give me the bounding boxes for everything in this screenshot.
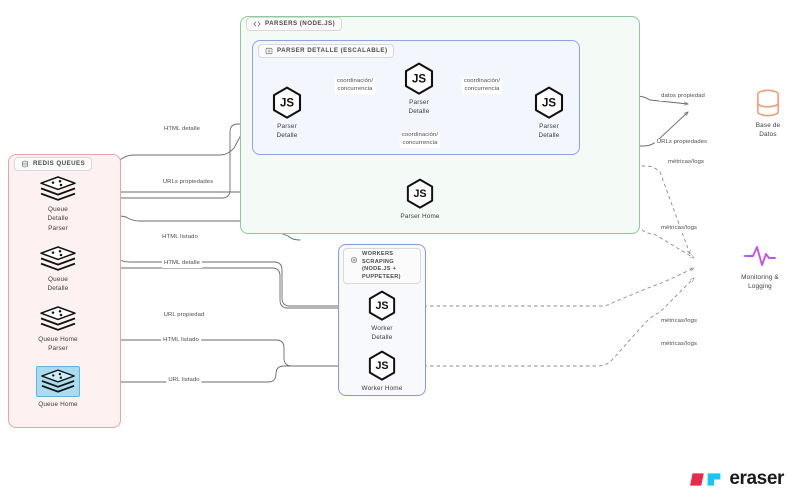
node-queue-home[interactable]: Queue Home — [26, 366, 90, 409]
nodejs-icon: JS — [404, 62, 434, 95]
node-base-de-datos[interactable]: Base de Datos — [740, 88, 796, 140]
edge-label-metricas-logs-3: métricas/logs — [659, 318, 699, 326]
edge-label-coord-right: coordinación/ concurrencia — [461, 78, 503, 94]
node-worker-home[interactable]: JS Worker Home — [350, 350, 414, 393]
edge-label-metricas-logs-4: métricas/logs — [659, 341, 699, 349]
edge-label-coord-left: coordinación/ concurrencia — [334, 78, 376, 94]
edge-label-html-listado-2: HTML listado — [161, 337, 201, 345]
edge-label-coord-bottom: coordinación/ concurrencia — [399, 132, 441, 148]
node-queue-home-label: Queue Home — [38, 401, 78, 408]
node-parser-detalle-left[interactable]: JS Parser Detalle — [266, 86, 308, 141]
group-label-workers-text: WORKERS SCRAPING (NODE.JS + PUPPETEER) — [362, 251, 401, 280]
node-parser-home-label: Parser Home — [400, 213, 440, 220]
group-label-redis-queues: REDIS QUEUES — [14, 157, 93, 172]
edge-label-datos-propiedad: datos propiedad — [659, 93, 707, 101]
node-parser-detalle-center-label: Parser Detalle — [408, 99, 430, 116]
nodejs-icon: JS — [534, 86, 564, 119]
node-queue-home-parser[interactable]: Queue Home Parser — [22, 306, 94, 354]
edge-label-html-listado-1: HTML listado — [160, 234, 200, 242]
edge-label-urls-props-right: URLs propiedades — [654, 139, 710, 147]
node-queue-detalle-label: Queue Detalle — [47, 276, 69, 293]
edge-label-url-propiedad: URL propiedad — [161, 312, 207, 320]
svg-text:JS: JS — [375, 300, 388, 312]
edge-label-metricas-logs-2: métricas/logs — [659, 225, 699, 233]
eraser-watermark: eraser — [689, 468, 784, 490]
group-label-redis-queues-text: REDIS QUEUES — [33, 160, 86, 167]
edge-label-metricas-logs-1: métricas/logs — [666, 159, 706, 167]
scale-icon — [265, 48, 273, 55]
database-stack-icon — [21, 160, 29, 168]
group-label-parsers-text: PARSERS (NODE.JS) — [265, 20, 336, 27]
eraser-logo-mark — [690, 472, 721, 486]
nodejs-icon: JS — [368, 350, 396, 381]
svg-text:JS: JS — [413, 188, 426, 200]
node-parser-detalle-right-label: Parser Detalle — [538, 123, 560, 140]
eraser-watermark-text: eraser — [729, 468, 784, 489]
svg-text:JS: JS — [542, 97, 556, 109]
node-queue-home-parser-label: Queue Home Parser — [38, 336, 78, 353]
code-brackets-icon — [253, 21, 261, 27]
node-base-de-datos-label: Base de Datos — [755, 122, 781, 139]
node-monitoring-logging-label: Monitoring & Logging — [741, 274, 779, 291]
node-monitoring-logging[interactable]: Monitoring & Logging — [722, 242, 798, 292]
node-parser-detalle-right[interactable]: JS Parser Detalle — [528, 86, 570, 141]
gear-icon — [350, 256, 358, 264]
node-parser-detalle-left-label: Parser Detalle — [276, 123, 298, 140]
node-parser-detalle-center[interactable]: JS Parser Detalle — [398, 62, 440, 117]
group-label-parsers: PARSERS (NODE.JS) — [246, 17, 343, 32]
pulse-wave-icon — [744, 246, 776, 266]
queue-stack-icon — [41, 369, 75, 393]
nodejs-icon: JS — [406, 178, 434, 209]
node-worker-home-label: Worker Home — [361, 385, 403, 392]
edge-label-html-detalle-2: HTML detalle — [161, 260, 203, 268]
group-label-parser-detalle-text: PARSER DETALLE (ESCALABLE) — [277, 47, 388, 54]
queue-stack-icon — [40, 176, 76, 201]
node-worker-detalle[interactable]: JS Worker Detalle — [366, 290, 398, 343]
node-parser-home[interactable]: JS Parser Home — [398, 178, 442, 221]
svg-text:JS: JS — [412, 73, 426, 85]
queue-home-highlight — [36, 366, 80, 397]
svg-text:JS: JS — [375, 360, 388, 372]
database-cylinder-icon — [756, 89, 780, 117]
node-queue-detalle-parser[interactable]: Queue Detalle Parser — [28, 176, 88, 233]
node-worker-detalle-label: Worker Detalle — [371, 325, 393, 342]
node-queue-detalle-parser-label: Queue Detalle Parser — [47, 206, 69, 232]
edge-label-html-detalle-1: HTML detalle — [161, 126, 203, 134]
nodejs-icon: JS — [272, 86, 302, 119]
edge-label-url-listado: URL listado — [166, 377, 202, 385]
queue-stack-icon — [40, 246, 76, 271]
edge-label-urls-props-left: URLs propiedades — [160, 179, 216, 187]
queue-stack-icon — [40, 306, 76, 331]
nodejs-icon: JS — [368, 290, 396, 321]
svg-text:JS: JS — [280, 97, 294, 109]
group-label-parser-detalle: PARSER DETALLE (ESCALABLE) — [258, 44, 395, 59]
node-queue-detalle[interactable]: Queue Detalle — [28, 246, 88, 294]
group-label-workers: WORKERS SCRAPING (NODE.JS + PUPPETEER) — [343, 248, 421, 285]
